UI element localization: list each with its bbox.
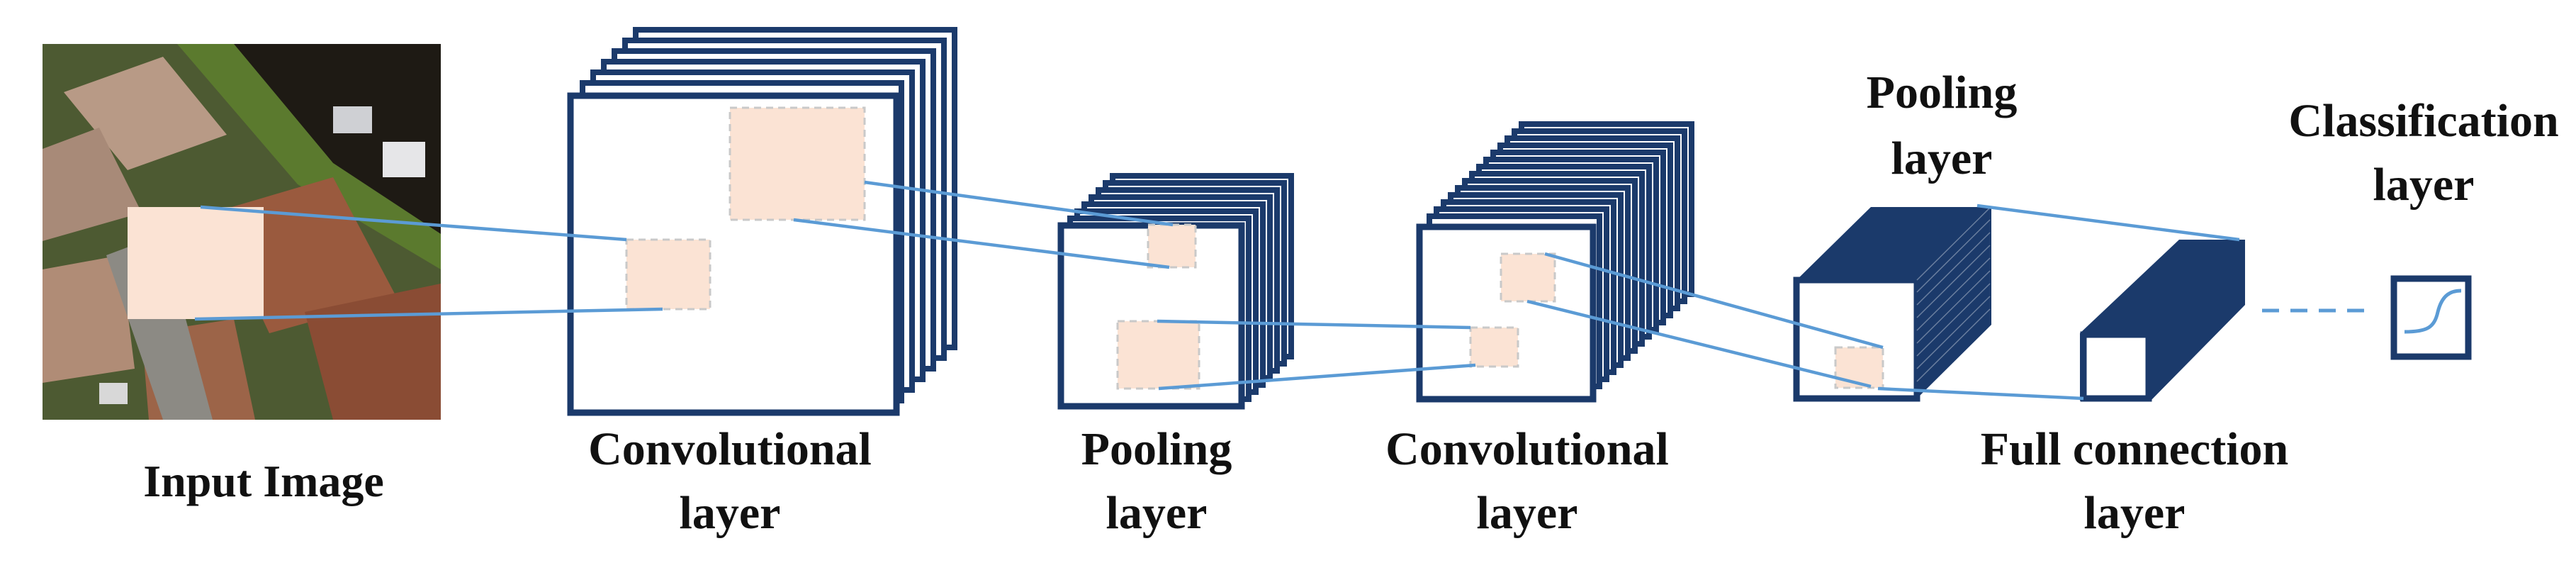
classification-layer	[2262, 275, 2472, 360]
fc-label-line1: Full connection	[1981, 423, 2289, 475]
pool1-label-line1: Pooling	[1081, 423, 1232, 475]
pool1-label-line2: layer	[1106, 487, 1208, 539]
conv1-label-line1: Convolutional	[588, 423, 872, 475]
labels: Input Image Convolutional layer Pooling …	[143, 67, 2558, 539]
conv2-label-line2: layer	[1477, 487, 1578, 539]
conv-layer-1-stack	[567, 27, 957, 416]
pool1-patch-bottom	[1116, 320, 1200, 390]
conv1-label-line2: layer	[680, 487, 781, 539]
pool2-label-line2: layer	[1891, 133, 1993, 184]
connector-lines	[194, 180, 2240, 401]
pool-layer-1-stack	[1057, 173, 1294, 410]
full-connection-layer-block	[2080, 240, 2245, 402]
conv1-patch-large	[729, 106, 866, 221]
input-patch	[128, 207, 264, 319]
pool-layer-2-block	[1793, 207, 1991, 402]
pool2-patch	[1834, 346, 1884, 389]
fc-label-line2: layer	[2084, 487, 2186, 539]
input-image-label: Input Image	[143, 456, 384, 506]
conv2-patch-bottom	[1469, 326, 1519, 368]
pool2-label-line1: Pooling	[1867, 67, 2018, 118]
conv1-patch-small	[625, 238, 712, 311]
sigmoid-icon	[2404, 289, 2462, 334]
input-image	[43, 44, 441, 420]
pool1-patch-top	[1147, 223, 1197, 269]
conv2-label-line1: Convolutional	[1385, 423, 1669, 475]
cls-label-line1: Classification	[2288, 95, 2558, 147]
conv-layer-2-stack	[1416, 121, 1694, 403]
cls-label-line2: layer	[2373, 159, 2475, 211]
conv2-patch-top	[1500, 252, 1556, 303]
